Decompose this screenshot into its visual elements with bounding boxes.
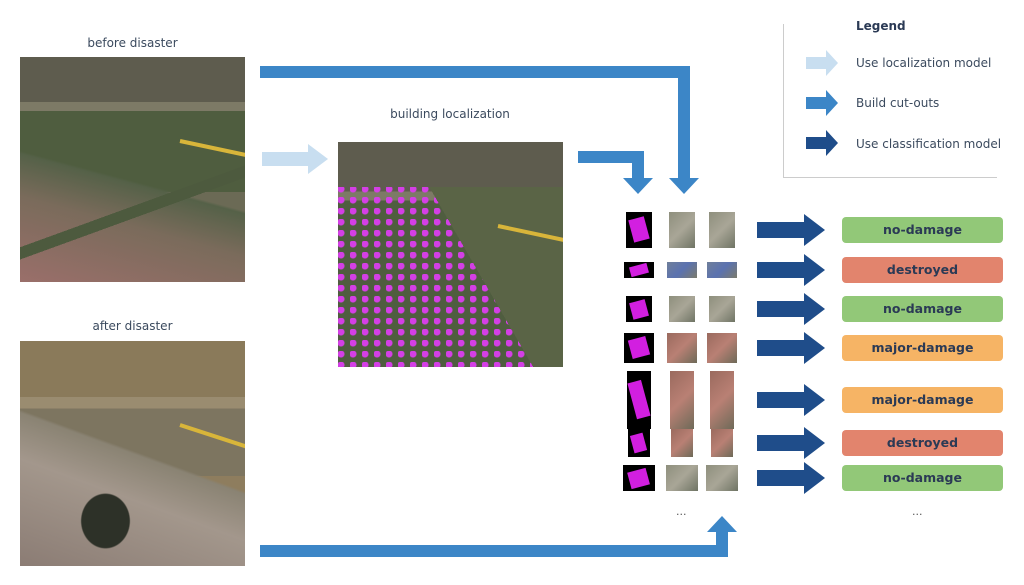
pre-disaster-cutout [669,212,695,248]
mask-cutout [624,333,654,363]
classification-arrow [757,462,825,494]
legend-cutouts-arrow-icon [806,90,838,116]
pre-disaster-cutout [670,371,694,429]
before-to-cutouts-arrowhead [669,178,699,194]
legend-item-classification: Use classification model [856,137,1002,151]
localization-arrow [262,144,328,174]
classification-arrow [757,427,825,459]
mask-cutout [628,429,650,457]
damage-label-badge: destroyed [842,257,1003,283]
after-disaster-label: after disaster [92,319,173,333]
post-disaster-cutout [709,296,735,322]
after-disaster-image [20,341,245,566]
damage-label-badge: no-damage [842,465,1003,491]
building-localization-image [338,142,563,367]
legend: Legend Use localization model Build cut-… [783,19,1001,178]
localization-to-cutouts-arrow-line [578,151,644,178]
legend-classification-arrow-icon [806,130,838,156]
pre-disaster-cutout [669,296,695,322]
damage-label-badge: no-damage [842,296,1003,322]
building-localization-label: building localization [390,107,510,121]
classification-arrow [757,214,825,246]
damage-label-badge: major-damage [842,387,1003,413]
cutouts-ellipsis: ... [676,505,687,518]
post-disaster-cutout [707,333,737,363]
after-to-cutouts-arrowhead [707,516,737,532]
post-disaster-cutout [711,429,733,457]
legend-item-cutouts: Build cut-outs [856,96,940,110]
damage-label-badge: major-damage [842,335,1003,361]
classification-arrow [757,384,825,416]
classification-arrow [757,254,825,286]
after-to-cutouts-arrow-line [260,530,728,557]
post-disaster-cutout [709,212,735,248]
classification-arrow [757,293,825,325]
legend-item-localization: Use localization model [856,56,992,70]
mask-cutout [627,371,651,429]
labels-ellipsis: ... [912,505,923,518]
pre-disaster-cutout [667,333,697,363]
legend-localization-arrow-icon [806,50,838,76]
before-to-cutouts-arrow-line [260,66,690,178]
legend-title: Legend [856,19,906,33]
mask-cutout [623,465,655,491]
pre-disaster-cutout [667,262,697,278]
before-disaster-image [20,57,245,282]
pre-disaster-cutout [671,429,693,457]
post-disaster-cutout [706,465,738,491]
mask-cutout [626,296,652,322]
legend-arrows [806,50,838,156]
damage-label-badge: no-damage [842,217,1003,243]
post-disaster-cutout [707,262,737,278]
mask-cutout [624,262,654,278]
localization-to-cutouts-arrowhead [623,178,653,194]
mask-cutout [626,212,652,248]
classification-arrow [757,332,825,364]
pre-disaster-cutout [666,465,698,491]
post-disaster-cutout [710,371,734,429]
damage-label-badge: destroyed [842,430,1003,456]
before-disaster-label: before disaster [87,36,178,50]
